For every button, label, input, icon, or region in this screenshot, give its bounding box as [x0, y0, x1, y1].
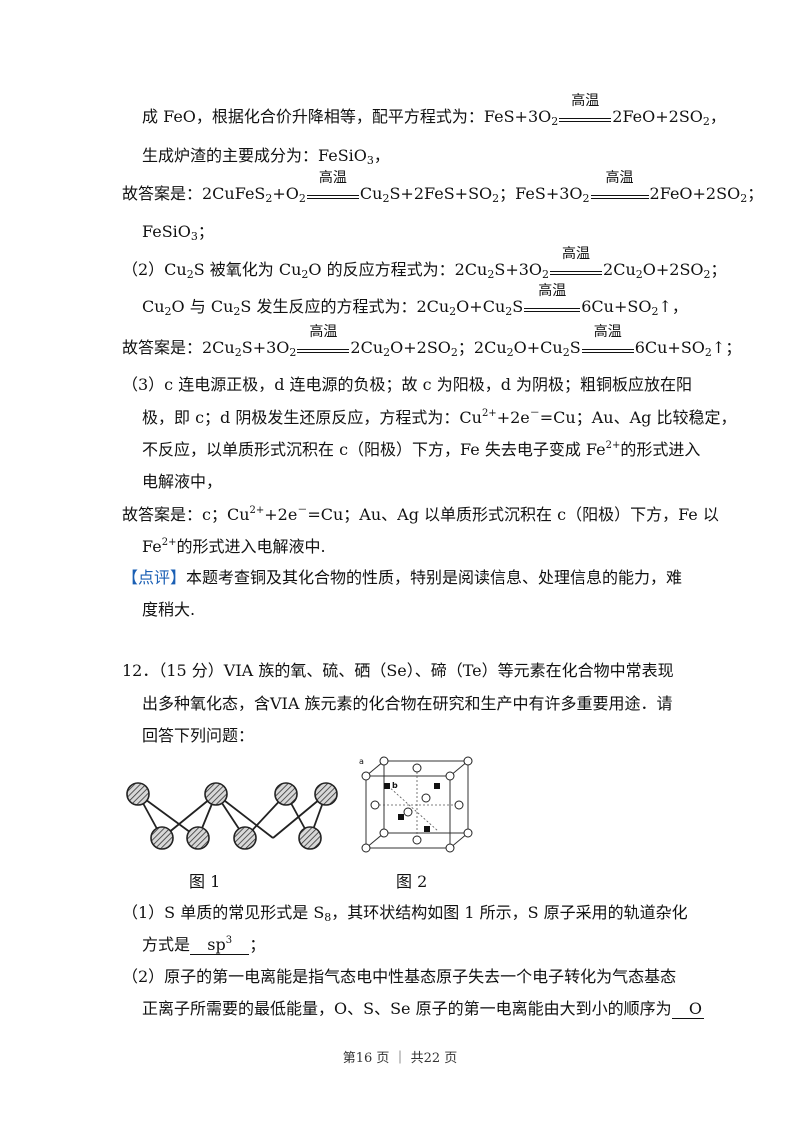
lattice-atom: [421, 793, 431, 803]
question-line: 出多种氧化态，含VIA 族元素的化合物在研究和生产中有许多重要用途．请: [142, 694, 673, 713]
lattice-atom: [379, 756, 389, 766]
lattice-atom-filled: [384, 783, 390, 789]
sulfur-atom: [150, 826, 174, 850]
answer-line: 故答案是：c；Cu2++2e－=Cu；Au、Ag 以单质形式沉积在 c（阳极）下…: [122, 505, 719, 524]
solution-line: （3）c 连电源正极，d 连电源的负极；故 c 为阳极，d 为阴极；粗铜板应放在…: [122, 375, 693, 394]
sulfur-atom: [274, 782, 298, 806]
label-a: a: [359, 757, 364, 766]
reaction-arrow: 高温: [550, 247, 603, 280]
question-line: （2）原子的第一电离能是指气态电中性基态原子失去一个电子转化为气态基态: [122, 967, 677, 986]
crystal-cell-figure: a b: [359, 756, 473, 853]
sulfur-atom: [233, 826, 257, 850]
answer-line: Fe2+的形式进入电解液中.: [142, 537, 326, 556]
figure-2-caption: 图 2: [396, 872, 428, 891]
reaction-arrow: 高温: [524, 284, 581, 317]
lattice-atom: [379, 828, 389, 838]
lattice-atom: [361, 843, 371, 853]
lattice-atom-filled: [424, 826, 430, 832]
sulfur-atom: [126, 782, 150, 806]
reaction-arrow: 高温: [590, 171, 649, 204]
sulfur-atom: [298, 826, 322, 850]
comment-line: 【点评】本题考查铜及其化合物的性质，特别是阅读信息、处理信息的能力，难: [122, 568, 683, 587]
question-line: 正离子所需要的最低能量，O、S、Se 原子的第一电离能由大到小的顺序为 O: [142, 999, 704, 1019]
figure-1-caption: 图 1: [189, 872, 221, 891]
page-footer: 第16 页 ｜ 共22 页: [342, 1051, 458, 1066]
lattice-atom: [412, 763, 422, 773]
reaction-arrow: 高温: [306, 171, 359, 204]
sulfur-atom: [186, 826, 210, 850]
question-line: 回答下列问题：: [142, 726, 255, 745]
reaction-arrow: 高温: [581, 325, 634, 358]
solution-line: 极，即 c；d 阴极发生还原反应，方程式为：Cu2++2e－=Cu；Au、Ag …: [142, 408, 737, 427]
lattice-atom: [412, 835, 422, 845]
solution-line: 电解液中，: [142, 472, 223, 491]
lattice-atom: [445, 771, 455, 781]
s8-ring-figure: [126, 782, 338, 850]
answer-line: FeSiO3；: [142, 222, 214, 243]
lattice-atom-filled: [434, 783, 440, 789]
solution-line: 生成炉渣的主要成分为：FeSiO3，: [142, 146, 390, 167]
reaction-arrow: 高温: [559, 94, 612, 127]
lattice-atom: [370, 800, 380, 810]
lattice-atom-filled: [398, 814, 404, 820]
lattice-atom: [463, 756, 473, 766]
lattice-atom: [361, 771, 371, 781]
lattice-atom: [454, 800, 464, 810]
sulfur-atom: [314, 782, 338, 806]
answer-blank: O: [671, 1000, 704, 1019]
question-line: （1）S 单质的常见形式是 S8，其环状结构如图 1 所示，S 原子采用的轨道杂…: [122, 903, 688, 924]
question-line: 方式是 sp3 ；: [142, 935, 266, 955]
answer-blank: sp3: [190, 936, 250, 955]
question-line: 12．（15 分）VIA 族的氧、硫、硒（Se）、碲（Te）等元素在化合物中常表…: [122, 661, 674, 680]
label-b: b: [392, 781, 398, 790]
lattice-atom: [463, 828, 473, 838]
solution-line: 不反应，以单质形式沉积在 c（阳极）下方，Fe 失去电子变成 Fe2+的形式进入: [142, 440, 701, 459]
comment-tag: 【点评】: [122, 568, 187, 587]
reaction-arrow: 高温: [297, 325, 350, 358]
sulfur-atom: [204, 782, 228, 806]
lattice-atom: [445, 843, 455, 853]
comment-line: 度稍大.: [142, 600, 196, 619]
lattice-atom: [403, 807, 413, 817]
